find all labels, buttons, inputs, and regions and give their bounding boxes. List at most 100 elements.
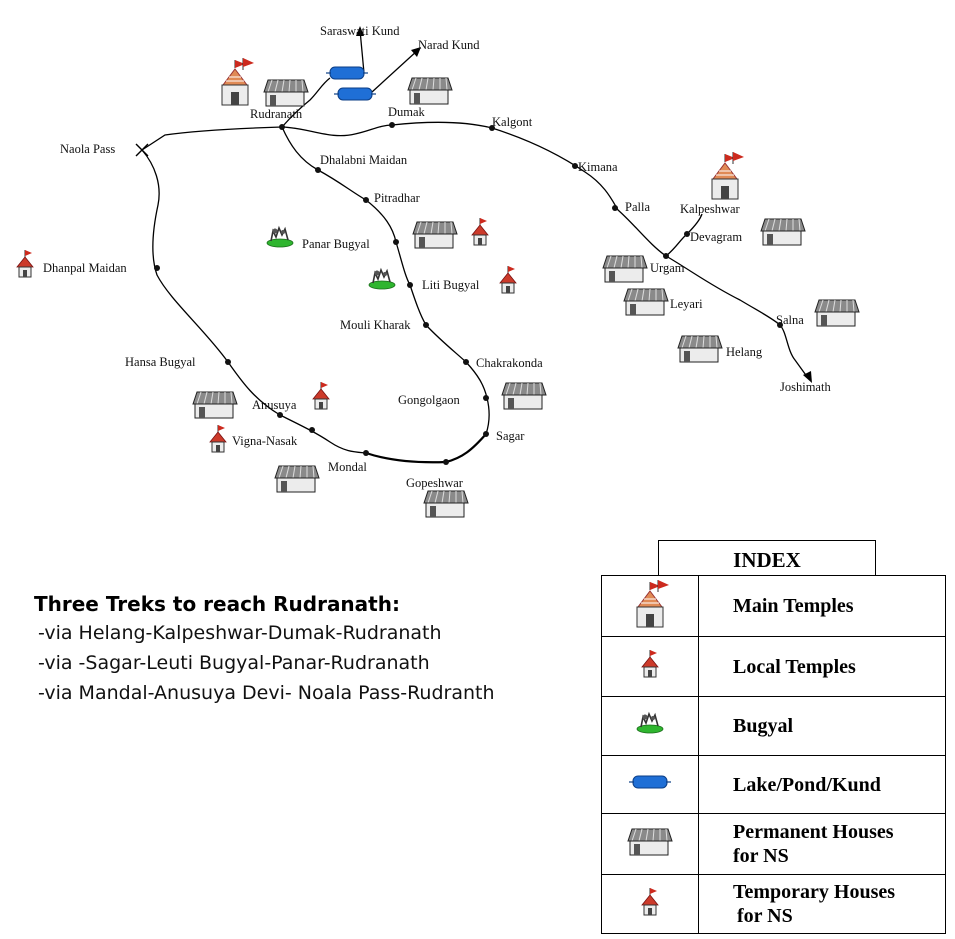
legend-label-line: for NS: [737, 905, 793, 927]
label-chakrakonda: Chakrakonda: [476, 356, 543, 370]
label-anusuya: Anusuya: [252, 398, 297, 412]
permanent-house-icon: [274, 465, 320, 493]
legend-row: Main Temples: [601, 575, 946, 637]
label-gongolgaon: Gongolgaon: [398, 393, 461, 407]
route-saraswati: [359, 29, 365, 74]
permanent-house-icon: [623, 288, 669, 316]
route-rudranath-naola: [141, 126, 283, 151]
main-temple-icon: [221, 57, 255, 106]
label-liti-bugyal: Liti Bugyal: [422, 278, 480, 292]
label-mouli-kharak: Mouli Kharak: [340, 318, 411, 332]
bugyal-icon: [636, 712, 664, 734]
legend-label: Main Temples: [698, 575, 946, 637]
local-temple-icon: [641, 649, 659, 678]
label-saraswati-kund: Saraswati Kund: [320, 24, 400, 38]
temporary-house-icon: [641, 887, 659, 915]
permanent-house-icon: [412, 221, 458, 249]
main-temple-icon: [636, 579, 670, 627]
label-leyari: Leyari: [670, 297, 703, 311]
main-temple-icon: [711, 151, 745, 200]
legend-row: Lake/Pond/Kund: [601, 755, 946, 814]
lake-icon: [333, 87, 377, 101]
label-narad-kund: Narad Kund: [418, 38, 480, 52]
label-mondal: Mondal: [328, 460, 367, 474]
treks-panel: Three Treks to reach Rudranath: -via Hel…: [34, 592, 594, 712]
label-devagram: Devagram: [690, 230, 742, 244]
legend-symbol: [601, 874, 699, 934]
label-helang: Helang: [726, 345, 763, 359]
legend-symbol: [601, 575, 699, 637]
local-temple-icon: [312, 381, 330, 410]
permanent-house-icon: [407, 77, 453, 105]
permanent-house-icon: [627, 828, 673, 855]
permanent-house-icon: [677, 335, 723, 363]
permanent-house-icon: [192, 391, 238, 419]
label-dhanpal-maidan: Dhanpal Maidan: [43, 261, 127, 275]
local-temple-icon: [471, 217, 489, 246]
index-legend: Main Temples Local Temples Bugyal Lake/P…: [601, 575, 946, 934]
label-salna: Salna: [776, 313, 804, 327]
legend-symbol: [601, 636, 699, 697]
legend-label: Temporary Houses for NS: [698, 874, 946, 934]
legend-label-line: Permanent Houses: [733, 821, 894, 843]
trek-route: -via Helang-Kalpeshwar-Dumak-Rudranath: [38, 622, 442, 644]
route-rudranath-lakes: [281, 77, 331, 128]
label-joshimath: Joshimath: [780, 380, 831, 394]
legend-label: Permanent Houses for NS: [698, 813, 946, 875]
permanent-house-icon: [602, 255, 648, 283]
local-temple-icon: [16, 249, 34, 278]
legend-label-line: Temporary Houses: [733, 881, 896, 903]
arrow-joshimath: [803, 371, 812, 383]
legend-row: Local Temples: [601, 636, 946, 697]
permanent-house-icon: [423, 490, 469, 518]
legend-row: Temporary Houses for NS: [601, 874, 946, 934]
label-panar-bugyal: Panar Bugyal: [302, 237, 370, 251]
permanent-house-icon: [501, 382, 547, 410]
label-palla: Palla: [625, 200, 650, 214]
route-naola-mondal: [141, 149, 367, 454]
label-kalgont: Kalgont: [492, 115, 533, 129]
treks-title: Three Treks to reach Rudranath:: [34, 592, 400, 616]
route-narad: [371, 49, 419, 93]
label-vigna-nasak: Vigna-Nasak: [232, 434, 298, 448]
label-rudranath: Rudranath: [250, 107, 303, 121]
legend-row: Bugyal: [601, 696, 946, 756]
bugyal-icon: [266, 227, 294, 248]
label-hansa-bugyal: Hansa Bugyal: [125, 355, 196, 369]
route-mondal-sagar: [365, 433, 487, 464]
label-kimana: Kimana: [578, 160, 618, 174]
arrow-narad: [411, 47, 421, 57]
local-temple-icon: [499, 265, 517, 294]
permanent-house-icon: [814, 299, 860, 327]
permanent-house-icon: [263, 79, 309, 107]
legend-symbol: [601, 755, 699, 814]
legend-label-line: for NS: [733, 845, 789, 867]
lake-icon: [628, 775, 672, 789]
legend-symbol: [601, 696, 699, 756]
index-title-box: INDEX: [658, 540, 876, 575]
lake-icon: [325, 66, 369, 80]
legend-label: Bugyal: [698, 696, 946, 756]
local-temple-icon: [209, 424, 227, 453]
route-rudranath-joshimath: [281, 121, 809, 379]
arrow-saraswati: [356, 26, 364, 36]
bugyal-icon: [368, 269, 396, 290]
label-dhalabni-maidan: Dhalabni Maidan: [320, 153, 408, 167]
label-dumak: Dumak: [388, 105, 426, 119]
label-sagar: Sagar: [496, 429, 525, 443]
trek-route: -via Mandal-Anusuya Devi- Noala Pass-Rud…: [38, 682, 495, 704]
legend-row: Permanent Houses for NS: [601, 813, 946, 875]
legend-symbol: [601, 813, 699, 875]
legend-label: Lake/Pond/Kund: [698, 755, 946, 814]
trek-route: -via -Sagar-Leuti Bugyal-Panar-Rudranath: [38, 652, 430, 674]
label-urgam: Urgam: [650, 261, 685, 275]
label-gopeshwar: Gopeshwar: [406, 476, 464, 490]
label-pitradhar: Pitradhar: [374, 191, 421, 205]
permanent-house-icon: [760, 218, 806, 246]
label-kalpeshwar: Kalpeshwar: [680, 202, 741, 216]
label-naola-pass: Naola Pass: [60, 142, 115, 156]
naola-pass-marker: [135, 143, 149, 157]
legend-label: Local Temples: [698, 636, 946, 697]
trek-map: Saraswati Kund Narad Kund Rudranath Duma…: [16, 24, 860, 518]
index-title: INDEX: [733, 548, 801, 572]
